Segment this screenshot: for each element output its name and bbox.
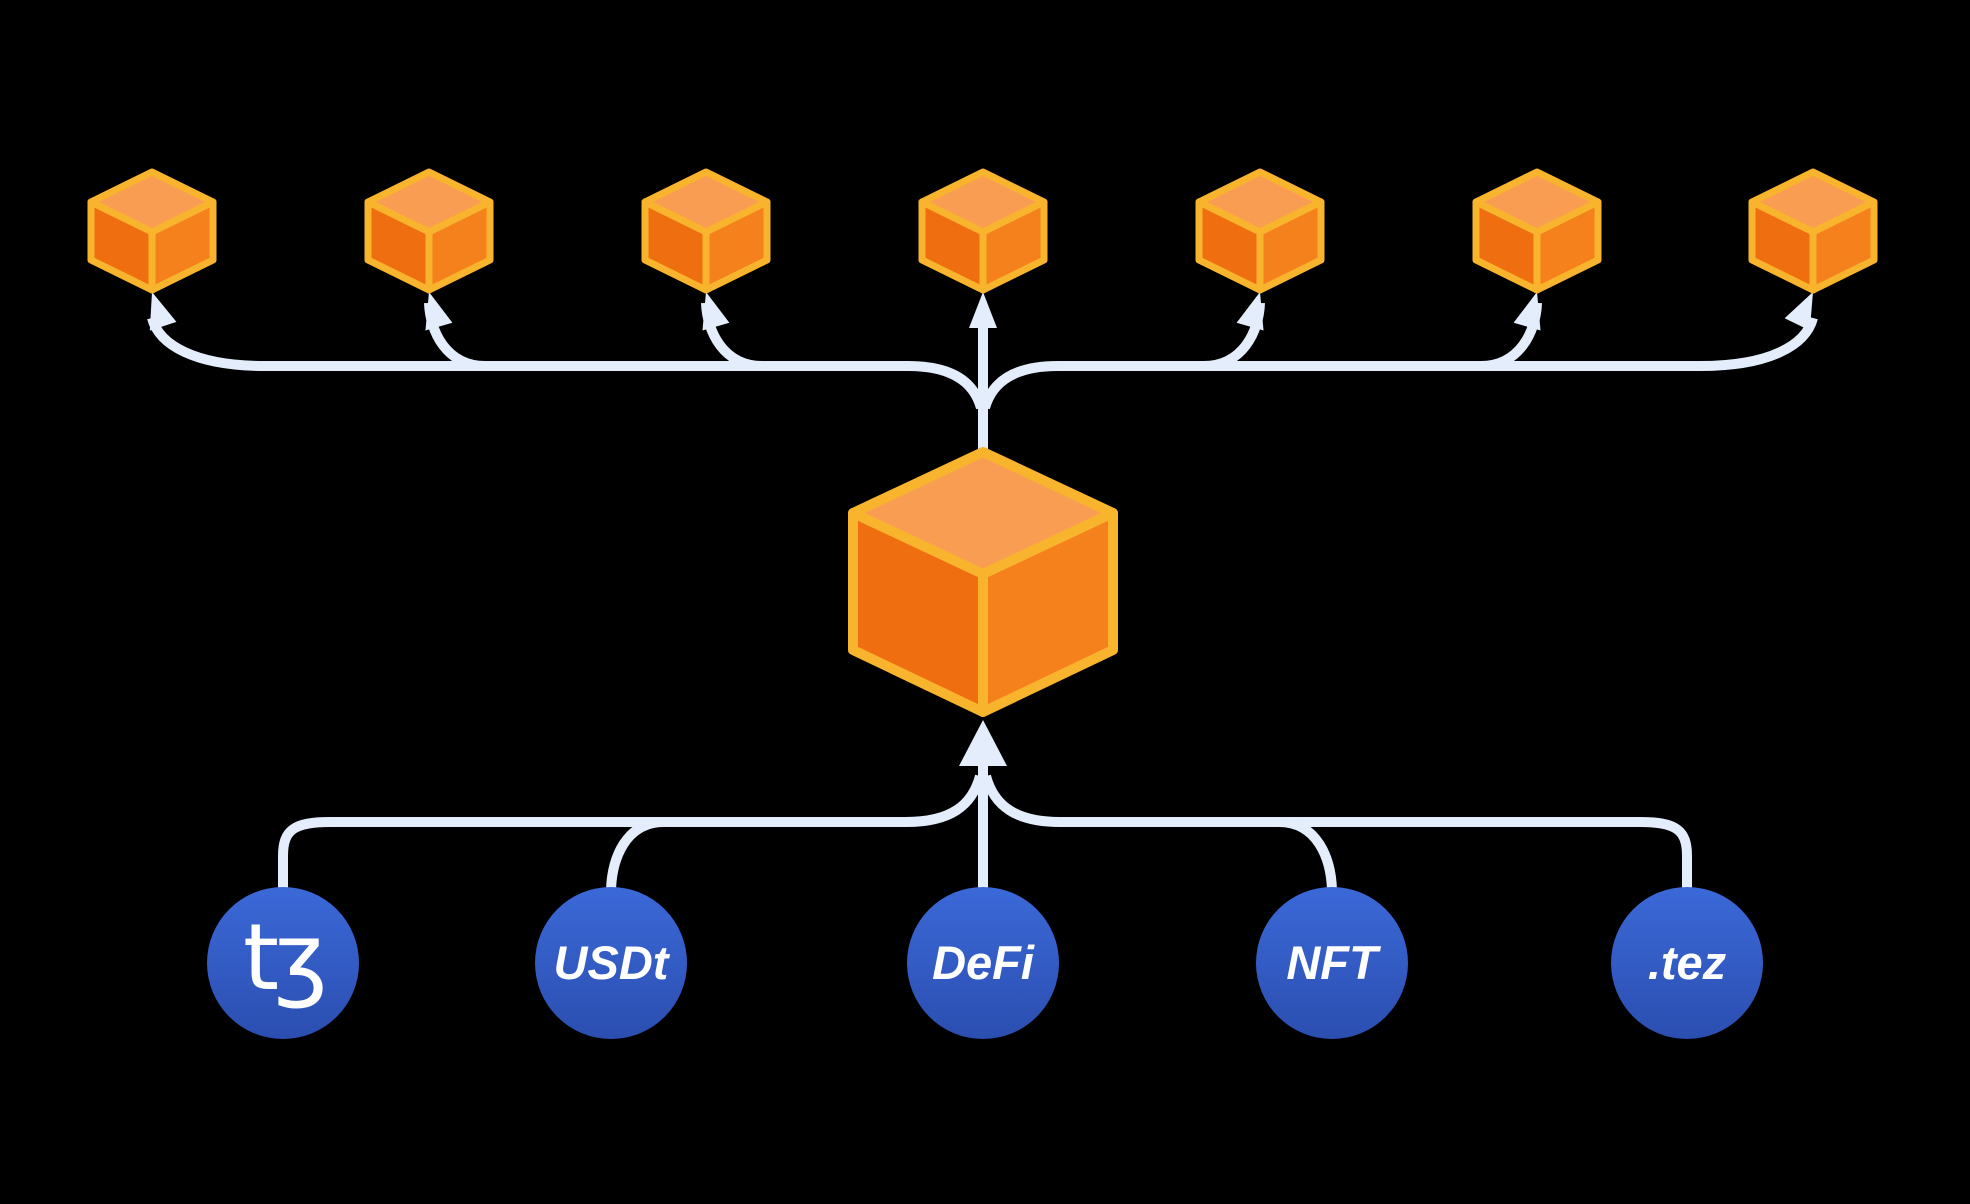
chain-block-cube-2 [368,172,490,290]
top-bus-right [980,316,1818,410]
arrowhead-cube4 [969,292,997,328]
app-node-usdt: USDt [535,887,687,1039]
tez-domains-label: .tez [1647,935,1727,989]
app-node-tezos: tʒ [207,887,359,1039]
tezos-symbol: tʒ [242,903,328,1011]
nft-label: NFT [1286,935,1378,989]
chain-block-cube-3 [645,172,767,290]
app-node-tez-domains: .tez [1611,887,1763,1039]
arrowhead-cube6 [1513,292,1541,331]
defi-label: DeFi [932,935,1034,989]
chain-block-cube-7 [1752,172,1874,290]
arrowhead-cube3 [702,292,730,331]
usdt-label: USDt [553,935,669,989]
arrowhead-cube7 [1784,292,1813,331]
top-bus-left [147,316,986,410]
bottom-bus-right [981,774,1692,890]
bottom-bus-left [278,774,985,890]
app-node-nft: NFT [1256,887,1408,1039]
chain-block-cube-1 [91,172,213,290]
chain-block-cube-6 [1476,172,1598,290]
bottom-branch-nft [1278,817,1337,891]
arrowhead-cube5 [1236,292,1264,331]
central-block-cube [853,452,1113,712]
arrowhead-central-block [959,720,1007,766]
chain-block-cube-5 [1199,172,1321,290]
bottom-branch-usdt [606,817,665,891]
chain-block-cube-4 [922,172,1044,290]
arrowhead-cube1 [149,292,177,331]
arrowhead-cube2 [425,292,453,331]
app-node-defi: DeFi [907,887,1059,1039]
